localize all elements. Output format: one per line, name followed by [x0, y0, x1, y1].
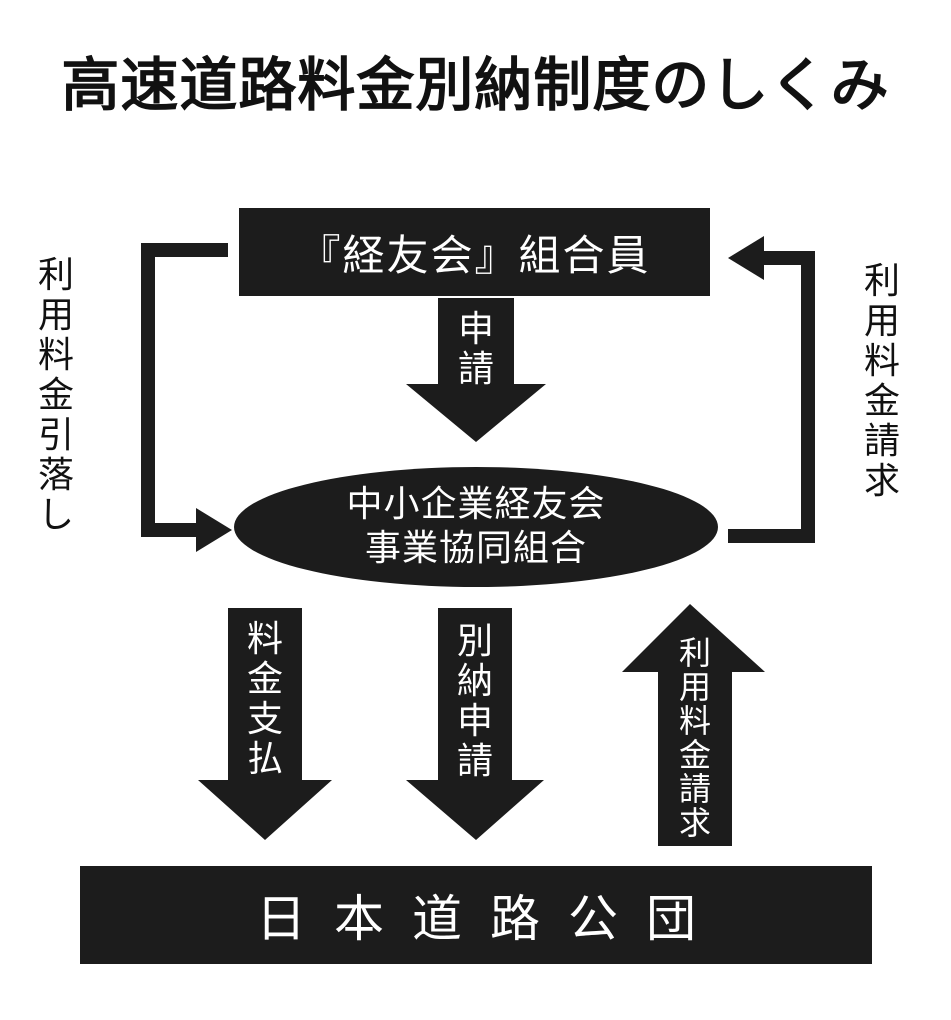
vertical-char: 金 — [246, 659, 283, 700]
application-label: 申請 — [446, 310, 506, 390]
vertical-char: 落 — [37, 455, 74, 496]
vertical-char: 金 — [863, 381, 900, 422]
japan-highway-box: 日本道路公団 — [80, 866, 872, 964]
vertical-char: 料 — [678, 702, 711, 740]
vertical-char: 請 — [456, 741, 493, 782]
billing-up-arrow — [622, 604, 765, 846]
member-box: 『経友会』組合員 — [239, 208, 710, 296]
right-return-arrowhead — [728, 236, 764, 280]
vertical-char: 利 — [863, 261, 900, 302]
vertical-char: 金 — [37, 375, 74, 416]
payment-arrow — [198, 608, 332, 840]
bottom-right-label: 利用料金請求 — [665, 636, 725, 840]
right-flow-label: 利用料金請求 — [860, 262, 904, 502]
vertical-char: 料 — [863, 341, 900, 382]
vertical-char: 金 — [678, 736, 711, 774]
vertical-char: 用 — [678, 668, 711, 706]
vertical-char: 納 — [456, 661, 493, 702]
vertical-char: 用 — [37, 295, 74, 336]
cooperative-line-2: 事業協同組合 — [364, 528, 587, 569]
vertical-char: 申 — [456, 701, 493, 742]
right-return-arrow — [728, 251, 815, 543]
vertical-char: 払 — [246, 739, 283, 780]
vertical-char: 別 — [456, 621, 493, 662]
vertical-char: 求 — [678, 804, 711, 842]
vertical-char: 料 — [37, 335, 74, 376]
separate-application-arrow — [406, 608, 544, 840]
vertical-char: 引 — [37, 415, 74, 456]
application-arrow — [406, 298, 546, 442]
vertical-char: 申 — [457, 309, 494, 350]
vertical-char: 請 — [678, 770, 711, 808]
left-return-arrowhead — [196, 508, 232, 552]
vertical-char: 支 — [246, 699, 283, 740]
vertical-char: 求 — [863, 461, 900, 502]
vertical-char: 用 — [863, 301, 900, 342]
diagram-title: 高速道路料金別納制度のしくみ — [61, 51, 890, 119]
vertical-char: 料 — [246, 619, 283, 660]
vertical-char: 利 — [678, 634, 711, 672]
vertical-char: し — [37, 495, 74, 536]
left-return-arrow — [141, 243, 228, 537]
vertical-char: 利 — [37, 255, 74, 296]
vertical-char: 請 — [863, 421, 900, 462]
left-flow-label: 利用料金引落し — [34, 256, 78, 536]
payment-label: 料金支払 — [235, 620, 295, 780]
separate-application-label: 別納申請 — [445, 622, 505, 782]
cooperative-line-1: 中小企業経友会 — [346, 484, 606, 525]
vertical-char: 請 — [457, 349, 494, 390]
cooperative-ellipse: 中小企業経友会 事業協同組合 — [234, 467, 718, 587]
